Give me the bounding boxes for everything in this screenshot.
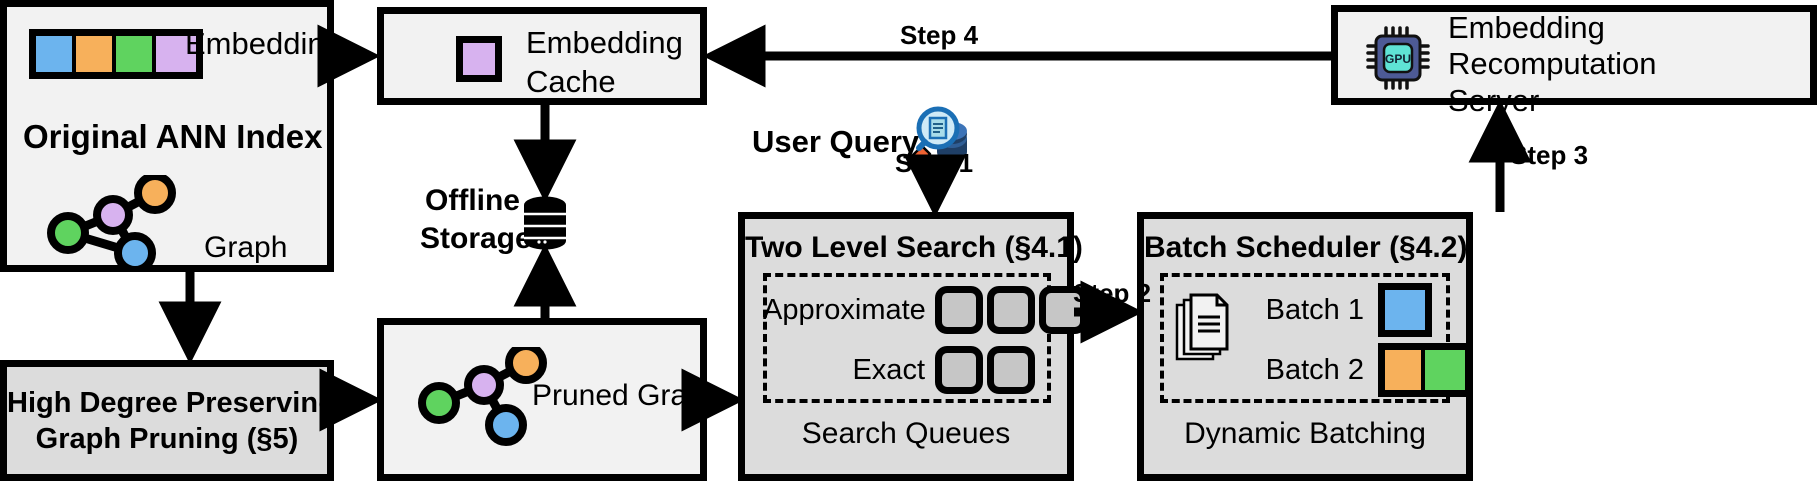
queue-cell[interactable] [935, 346, 983, 394]
svg-text:GPU: GPU [1385, 52, 1411, 66]
exact-queue-cells [935, 346, 1035, 394]
queue-cell[interactable] [987, 346, 1035, 394]
search-queues-footer-label: Search Queues [801, 417, 1011, 450]
batch-2-row: Batch 2 [1254, 341, 1472, 399]
ann-index-title: Original ANN Index [23, 118, 323, 155]
recomp-line-2: Recomputation [1448, 46, 1657, 82]
dynamic-batching-footer-label: Dynamic Batching [1184, 417, 1426, 450]
two-level-search-title: Two Level Search (§4.1) [745, 231, 1083, 264]
original-ann-index-box: Embedding Original ANN Index Graph [0, 0, 342, 272]
gpu-chip-icon: GPU [1366, 26, 1430, 90]
batch-scheduler-title: Batch Scheduler (§4.2) [1144, 231, 1468, 264]
queue-cell[interactable] [987, 286, 1035, 334]
batch-1-row: Batch 1 [1254, 281, 1432, 339]
recomp-line-1: Embedding [1448, 10, 1605, 45]
documents-stack-icon [1175, 293, 1229, 361]
search-queues-group [763, 273, 1051, 403]
embedding-cache-line-2: Cache [526, 63, 616, 99]
step-1-label: Step 1 [895, 148, 974, 178]
step-4-label: Step 4 [900, 20, 979, 50]
approximate-queue-cells [935, 286, 1087, 334]
dynamic-batching-group [1160, 273, 1450, 403]
offline-line-1: Offline [425, 184, 520, 217]
batch-1-label: Batch 1 [1265, 293, 1364, 326]
exact-queue-label: Exact [852, 353, 925, 386]
step-2-label: Step 2 [1073, 278, 1152, 308]
batch-scheduler-box: Batch Scheduler (§4.2) Batch 1 Batch 2 D… [1137, 212, 1473, 481]
pruning-line-1: High Degree Preserving [7, 387, 336, 419]
offline-line-2: Storage [420, 221, 532, 255]
approximate-queue-row: Approximate [763, 281, 1087, 339]
purple-square-icon [456, 36, 502, 82]
embedding-vector-icon [29, 29, 203, 79]
approximate-queue-label: Approximate [763, 293, 926, 326]
user-query-label: User Query [752, 124, 920, 159]
embedding-label: Embedding [185, 26, 342, 61]
exact-queue-row: Exact [763, 341, 1051, 399]
graph-label: Graph [204, 231, 288, 264]
batch-1-swatches [1378, 283, 1432, 337]
two-level-search-box: Two Level Search (§4.1) Approximate Exac… [738, 212, 1087, 481]
batch-2-label: Batch 2 [1265, 353, 1364, 386]
pruned-graph-illustration-icon [418, 347, 547, 446]
step-3-label: Step 3 [1510, 140, 1589, 170]
queue-cell[interactable] [935, 286, 983, 334]
graph-illustration-icon [47, 175, 176, 271]
pruning-line-2: Graph Pruning (§5) [35, 423, 299, 456]
batch-2-swatches [1378, 343, 1472, 397]
embedding-cache-line-1: Embedding [526, 25, 683, 60]
